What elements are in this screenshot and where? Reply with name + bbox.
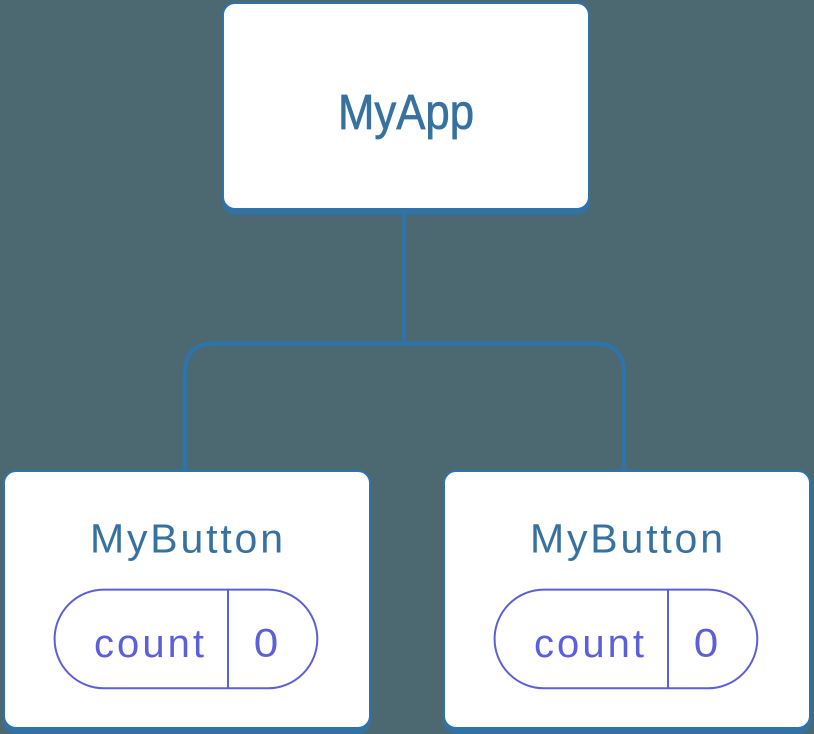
- svg-text:MyButton: MyButton: [530, 515, 723, 561]
- svg-text:count: count: [534, 622, 644, 666]
- svg-text:0: 0: [254, 622, 279, 666]
- svg-text:MyButton: MyButton: [90, 515, 283, 561]
- svg-text:MyApp: MyApp: [338, 85, 474, 140]
- svg-text:count: count: [94, 622, 204, 666]
- svg-text:0: 0: [694, 622, 719, 666]
